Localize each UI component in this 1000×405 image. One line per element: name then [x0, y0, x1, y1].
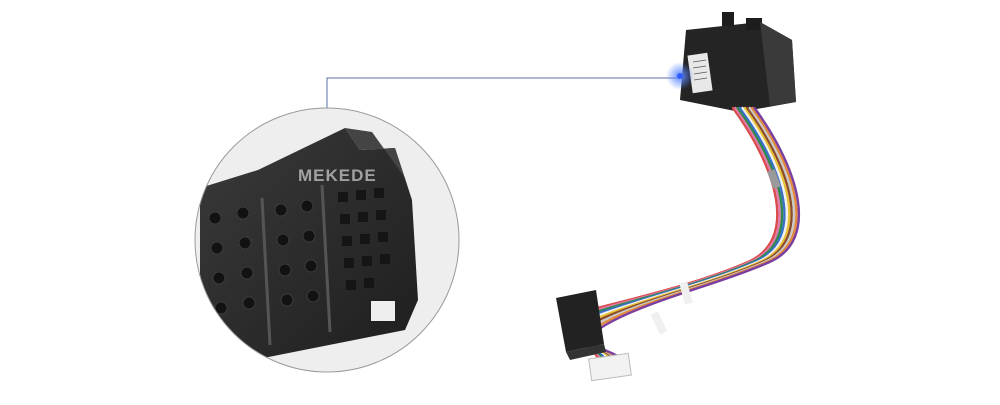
wire-bundle — [569, 106, 801, 362]
inline-fuse — [767, 169, 781, 189]
cable-tie — [650, 311, 668, 335]
callout-line — [326, 77, 678, 108]
main-connector — [666, 12, 796, 112]
zoom-circle — [194, 107, 460, 373]
brand-watermark: MEKEDE — [298, 166, 377, 185]
cable-tie — [679, 281, 693, 305]
white-plug — [588, 352, 632, 382]
bottom-connector — [556, 290, 632, 382]
